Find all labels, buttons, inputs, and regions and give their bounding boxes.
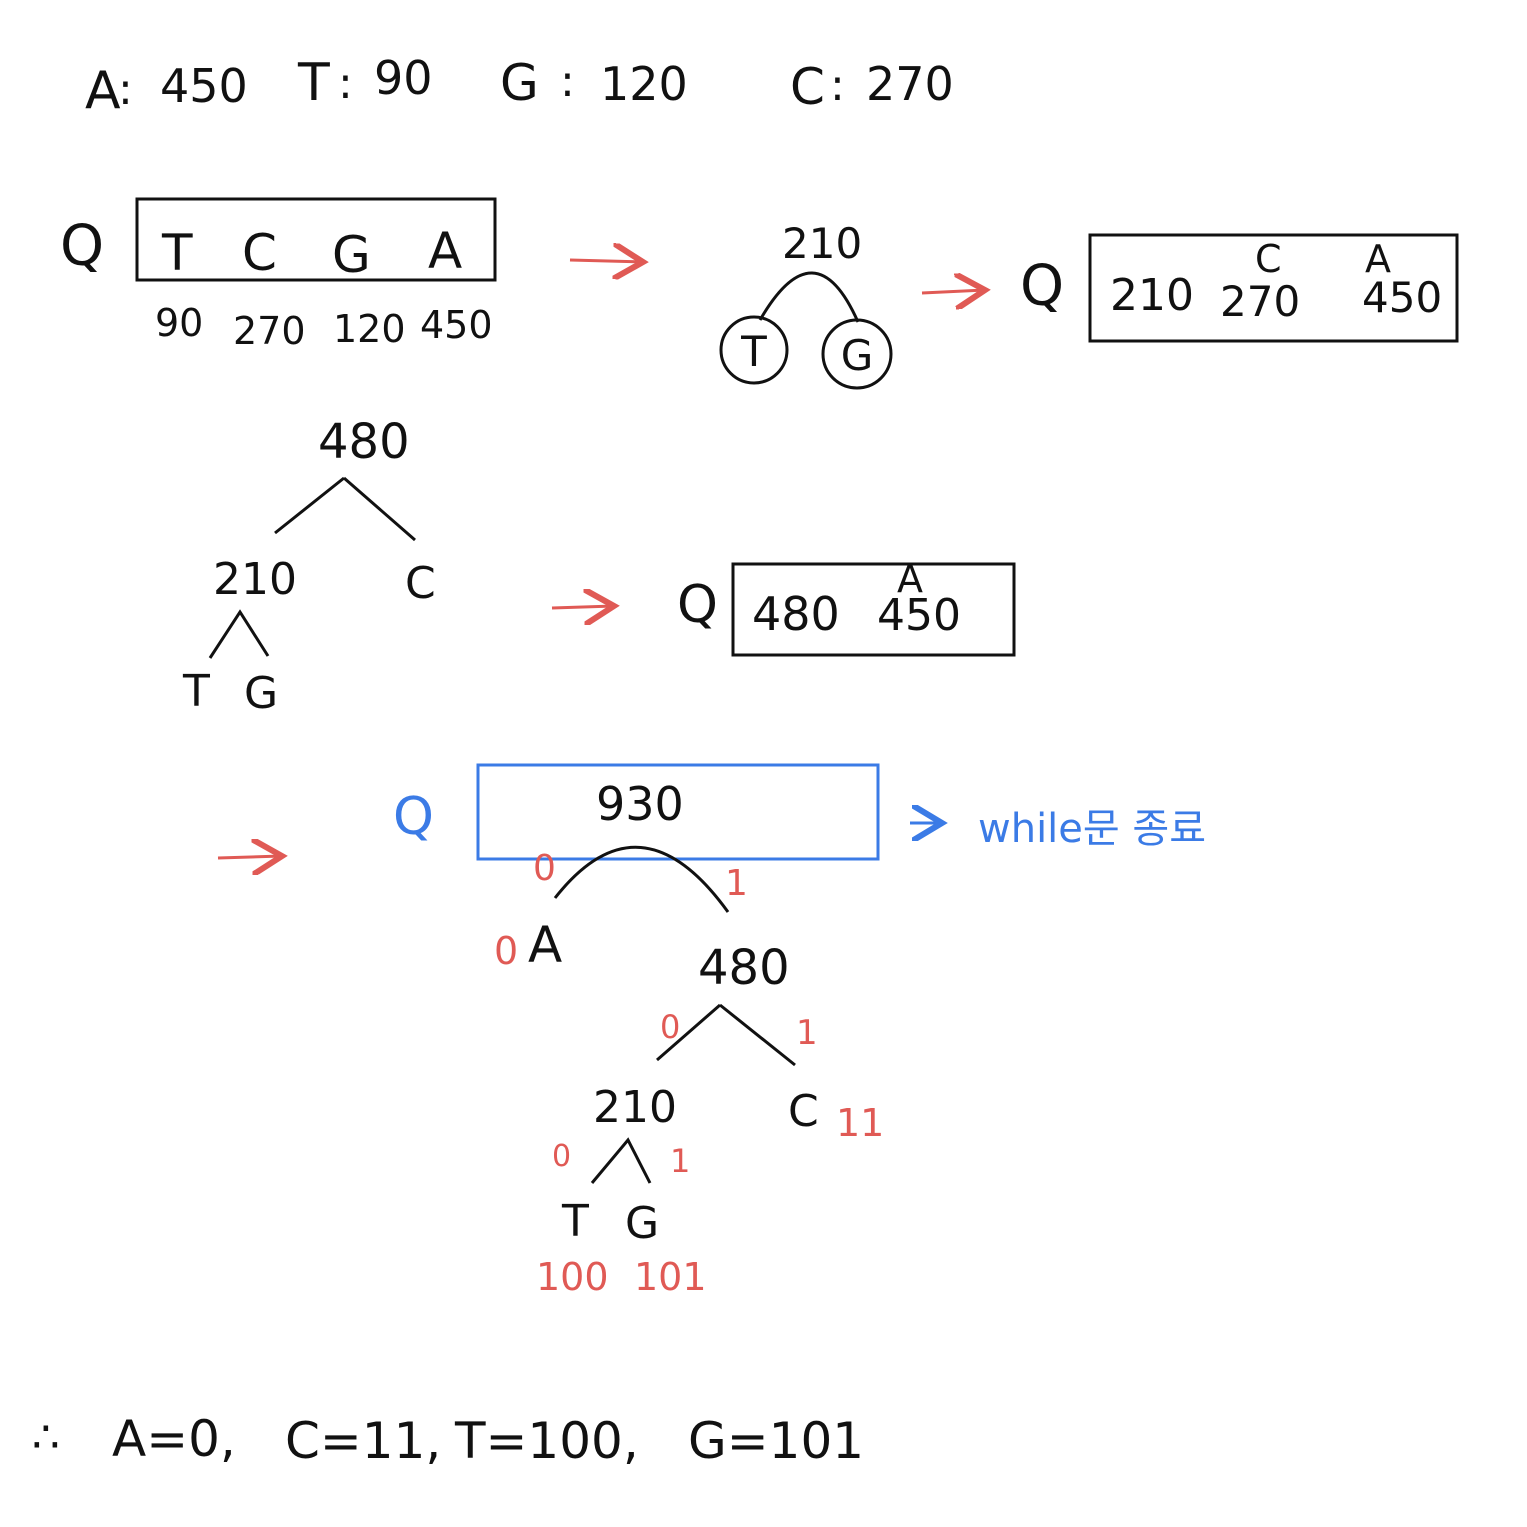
queue-label: Q [60, 214, 104, 279]
arrow-step2-to-queue [921, 290, 985, 293]
step2-queue: Q 210 C 270 A 450 [1020, 233, 1459, 343]
queue3-value-480: 480 [752, 587, 840, 641]
leaf-G-step4: G [625, 1198, 659, 1249]
freq-A-count: 450 [160, 59, 248, 113]
freq-G-colon: : [560, 56, 575, 107]
freq-A-colon: : [118, 64, 133, 115]
queue-label-2: Q [1020, 254, 1064, 319]
conclusion: ∴ A=0, C=11, T=100, G=101 [32, 1410, 864, 1470]
queue2-symbol-A: A [1365, 237, 1391, 281]
queue-symbol-A: A [428, 222, 462, 280]
therefore-symbol: ∴ [32, 1412, 60, 1463]
bit-inner-right: 1 [670, 1142, 690, 1180]
queue-symbol-C: C [242, 224, 277, 282]
edge-210-children [758, 271, 860, 323]
edge-480-right [343, 476, 416, 542]
conclusion-C: C=11, [285, 1412, 441, 1470]
freq-T-symbol: T [297, 53, 330, 113]
step3-tree: 480 210 C T G [182, 414, 436, 719]
leaf-G: G [841, 331, 874, 380]
step4-queue: Q 930 while문 종료 [393, 763, 1206, 861]
leaf-T-step4: T [561, 1196, 589, 1247]
bit-mid-left: 0 [660, 1008, 680, 1046]
step3-queue: Q 480 A 450 [677, 557, 1016, 657]
bit-root-right: 1 [725, 863, 748, 904]
edge-480-left-step4 [656, 1003, 721, 1062]
arrow-step1-to-step2 [569, 260, 643, 262]
code-G: 101 [634, 1255, 707, 1299]
arrow-step3-to-queue [551, 606, 614, 608]
queue2-value-210: 210 [1110, 270, 1194, 321]
edge-210-step4 [590, 1137, 652, 1184]
queue-box-4 [476, 763, 880, 861]
step2-tree: 210 T G [719, 219, 893, 390]
queue4-value-930: 930 [596, 777, 684, 831]
freq-T-count: 90 [374, 51, 433, 105]
freq-A-symbol: A [85, 61, 121, 121]
freq-G-symbol: G [500, 54, 539, 112]
leaf-A: A [528, 916, 562, 974]
leaf-T-step3: T [182, 666, 210, 717]
freq-G-count: 120 [600, 57, 688, 111]
queue2-symbol-C: C [1255, 237, 1282, 281]
queue-box [135, 197, 497, 282]
queue-label-3: Q [677, 575, 718, 635]
edge-root [553, 846, 730, 913]
queue2-value-450: 450 [1362, 273, 1442, 322]
node-210-step4: 210 [593, 1082, 677, 1133]
step4-tree: 0 1 0 A 480 0 1 210 C 11 0 1 T G 100 101 [494, 846, 884, 1299]
bit-mid-right: 1 [796, 1013, 818, 1053]
code-A: 0 [494, 929, 518, 973]
leaf-circle-G [821, 318, 893, 390]
leaf-circle-T [719, 315, 789, 385]
leaf-C-step4: C [788, 1086, 819, 1137]
queue-count-A: 450 [420, 303, 493, 347]
queue3-symbol-A: A [897, 557, 923, 601]
freq-C-count: 270 [866, 57, 954, 111]
edge-480-left [274, 476, 345, 535]
node-210-step3: 210 [213, 554, 297, 605]
conclusion-A: A=0, [112, 1410, 236, 1468]
code-T: 100 [536, 1255, 609, 1299]
loop-end-note: while문 종료 [978, 806, 1206, 852]
freq-C-symbol: C [790, 58, 825, 116]
leaf-C-step3: C [405, 558, 436, 609]
bit-inner-left: 0 [552, 1139, 571, 1174]
edge-210-step3 [208, 609, 270, 659]
queue-symbol-G: G [332, 226, 371, 284]
queue-symbol-T: T [161, 224, 193, 282]
conclusion-G: G=101 [688, 1412, 864, 1470]
edge-480-right-step4 [719, 1003, 796, 1067]
queue-count-C: 270 [233, 309, 306, 353]
conclusion-T: T=100, [454, 1412, 639, 1470]
queue2-value-270: 270 [1220, 277, 1300, 326]
code-C: 11 [836, 1101, 884, 1145]
leaf-T: T [740, 327, 767, 376]
queue-box-2 [1088, 233, 1459, 343]
queue3-value-450: 450 [877, 590, 961, 641]
frequency-list: A : 450 T : 90 G : 120 C : 270 [85, 51, 954, 121]
node-480: 480 [318, 414, 410, 470]
node-210: 210 [782, 219, 862, 268]
arrow-step4 [217, 856, 282, 858]
freq-C-colon: : [830, 60, 845, 111]
queue-box-3 [731, 562, 1016, 657]
queue-label-4: Q [393, 787, 434, 847]
node-480-step4: 480 [698, 940, 790, 996]
freq-T-colon: : [338, 58, 353, 109]
bit-root-left: 0 [533, 848, 556, 889]
leaf-G-step3: G [244, 668, 278, 719]
queue-count-G: 120 [333, 307, 406, 351]
queue-count-T: 90 [155, 301, 203, 345]
step1-queue: Q T C G A 90 270 120 450 [60, 197, 497, 353]
